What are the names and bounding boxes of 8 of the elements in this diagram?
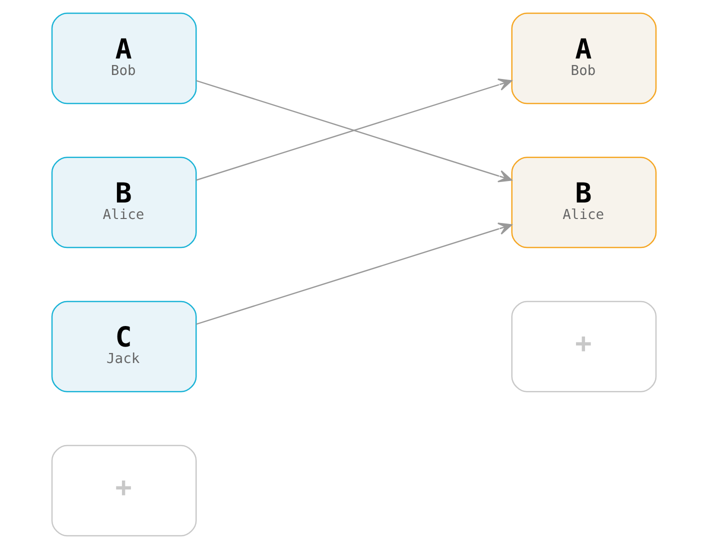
node-box: C Jack: [50, 300, 196, 392]
node-box: A Bob: [510, 12, 656, 104]
node-box: B Alice: [510, 156, 656, 248]
node-box: +: [50, 444, 196, 536]
node-box: +: [510, 300, 656, 392]
node-box: B Alice: [50, 156, 196, 248]
node-box: A Bob: [50, 12, 196, 104]
arrow: [196, 222, 512, 325]
